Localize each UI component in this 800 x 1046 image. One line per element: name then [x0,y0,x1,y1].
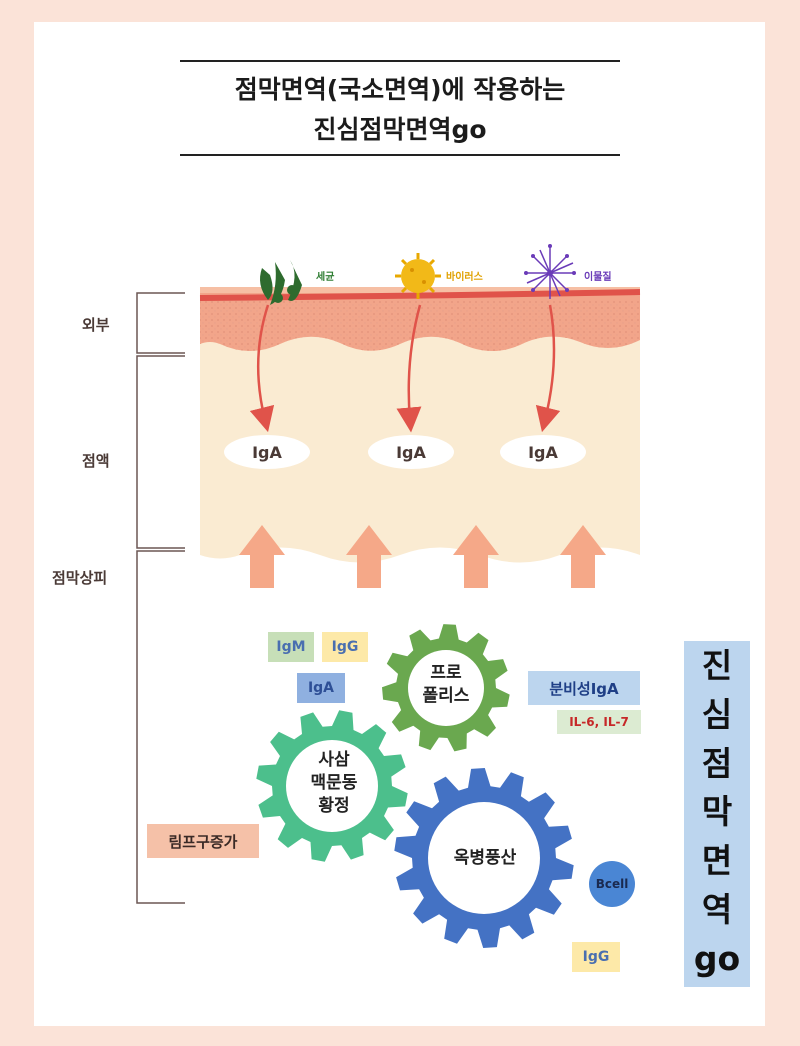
up-arrow-3 [453,525,499,588]
title-line-2: 진심점막면역go [313,115,487,144]
vertical-char-6: 역 [701,890,733,930]
up-arrow-2 [346,525,392,588]
layer-label-epithelium: 점막상피 [52,569,108,587]
penetration-arrow-1 [249,304,275,433]
penetration-arrow-2 [396,304,422,433]
interleukin-tag: IL-6, IL-7 [557,710,641,734]
layer-label-mucus: 점액 [82,452,110,470]
okbyeong-gear-label: 옥병풍산 [453,848,517,868]
layer-label-outer: 외부 [82,316,110,334]
bacteria-icon [260,260,302,305]
iga-oval-1: IgA [224,435,310,469]
iga-oval-2: IgA [368,435,454,469]
propolis-gear-hole [408,650,484,726]
page-title: 점막면역(국소면역)에 작용하는 진심점막면역go [180,70,620,150]
iga-oval-3: IgA [500,435,586,469]
igg-tag-top: IgG [322,632,368,662]
bacteria-label: 세균 [316,272,335,283]
title-rule-top [180,60,620,62]
ginseng-gear-hole [286,740,378,832]
layer-brackets [136,292,185,904]
vertical-char-7: go [693,938,741,978]
up-arrows [239,525,606,588]
red-membrane-line [199,289,641,301]
virus-icon [395,253,441,299]
title-rule-bottom [180,154,620,156]
allergen-icon [526,247,574,299]
vertical-char-3: 점 [701,743,733,783]
igm-tag: IgM [268,632,314,662]
allergen-label: 이물질 [584,272,612,283]
virus-label: 바이러스 [446,272,483,283]
vertical-char-5: 면 [701,841,733,881]
secretory-iga-tag: 분비성IgA [528,671,640,705]
vertical-title: 진 심 점 막 면 역 go [684,641,750,987]
title-line-1: 점막면역(국소면역)에 작용하는 [234,75,566,104]
penetration-arrow-3 [535,304,561,433]
vertical-char-4: 막 [701,792,733,832]
igg-tag-bottom: IgG [572,942,620,972]
iga-tag: IgA [297,673,345,703]
bcell-label: Bcell [595,877,629,891]
propolis-gear-label: 프로 폴리스 [422,663,470,706]
up-arrow-1 [239,525,285,588]
lymphocyte-increase-tag: 림프구증가 [147,824,259,858]
okbyeong-gear-hole [428,802,540,914]
ginseng-gear-label: 사삼 맥문동 황정 [310,750,358,816]
bcell-circle [589,861,635,907]
vertical-char-1: 진 [701,646,733,685]
vertical-char-2: 심 [701,694,733,734]
up-arrow-4 [560,525,606,588]
